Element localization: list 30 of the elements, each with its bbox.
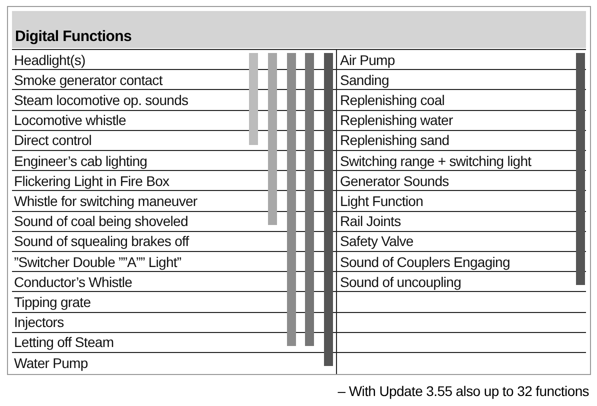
table-cell-text: Sound of coal being shoveled (14, 212, 188, 232)
table-cell-text: Sound of Couplers Engaging (340, 252, 510, 272)
table-cell-text: Light Function (340, 192, 424, 211)
table-cell-text: Letting off Steam (14, 333, 114, 352)
table-cell-text: Conductor’s Whistle (14, 272, 132, 292)
table-cell-text: Steam locomotive op. sounds (14, 90, 188, 110)
table-cell-text: Tipping grate (14, 292, 91, 312)
table-title: Digital Functions (15, 28, 132, 45)
table-cell-text: Air Pump (340, 50, 395, 70)
table-cell-text: Replenishing coal (340, 90, 445, 110)
table-cell-text: Direct control (14, 131, 92, 150)
table-cell-text: ”Switcher Double ””A”” Light” (14, 252, 182, 272)
table-cell-text: Water Pump (14, 354, 88, 372)
table-cell-text: Replenishing sand (340, 131, 450, 150)
table-cell-text: Replenishing water (340, 111, 453, 130)
table-cell-text: Sanding (340, 70, 389, 90)
table-cell-text: Flickering Light in Fire Box (14, 172, 170, 191)
footnote: – With Update 3.55 also up to 32 functions (338, 383, 589, 399)
table-cell-text: Locomotive whistle (14, 111, 126, 130)
table-cell-text: Switching range + switching light (340, 152, 532, 170)
table-cell-text: Sound of squealing brakes off (14, 232, 189, 252)
table-cell-text: Sound of uncoupling (340, 272, 462, 292)
table-cell-text: Headlight(s) (14, 50, 86, 70)
table-cell-text: Engineer’s cab lighting (14, 152, 148, 170)
table-cell-text: Whistle for switching maneuver (14, 192, 198, 211)
table-cell-text: Rail Joints (340, 212, 401, 232)
table-cell-text: Safety Valve (340, 232, 414, 252)
table-cell-text: Generator Sounds (340, 172, 449, 191)
table-cell-text: Injectors (14, 313, 64, 332)
table-cell-text: Smoke generator contact (14, 70, 162, 90)
